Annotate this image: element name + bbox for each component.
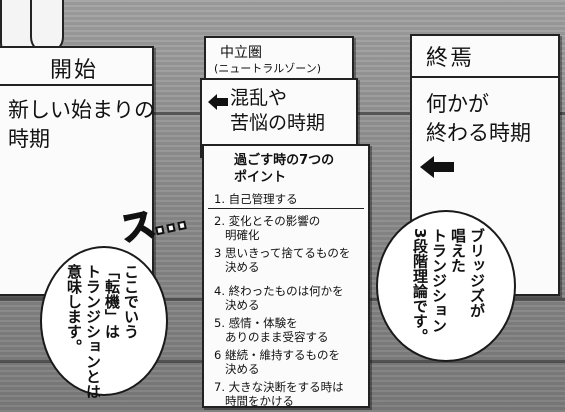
- card-divider: [412, 76, 558, 78]
- arrow-left-icon: [420, 156, 454, 178]
- speech-bubble-text: ブリッジズが 唱えた トランジション 3段階理論です。: [411, 228, 486, 344]
- card-start-text: 新しい始まりの 時期: [8, 98, 155, 151]
- card-neutral-points[interactable]: 過ごす時の7つの ポイント 1. 自己管理する 2. 変化とその影響の 明確化 …: [202, 144, 370, 408]
- point-item: 2. 変化とその影響の 明確化: [214, 214, 321, 242]
- finger-icon: [30, 0, 64, 54]
- card-neutral-subtitle: (ニュートラルゾーン): [214, 62, 322, 75]
- point-item: 4. 終わったものは何かを 決める: [214, 284, 344, 312]
- speech-bubble-left: ここでいう 「転機」は トランジションとは 意味します。: [40, 246, 168, 399]
- point-item: 1. 自己管理する: [214, 192, 298, 206]
- point-item: 3 思いきって捨てるものを 決める: [214, 246, 351, 274]
- card-end-text: 何かが 終わる時期: [426, 92, 531, 145]
- speech-bubble-right: ブリッジズが 唱えた トランジション 3段階理論です。: [376, 210, 516, 362]
- card-neutral-title: 中立圏: [220, 45, 262, 61]
- arrow-left-icon: [208, 94, 228, 110]
- point-item: 7. 大きな決断をする時は 時間をかける: [214, 380, 344, 408]
- point-item: 5. 感情・体験を ありのまま受容する: [214, 316, 329, 344]
- point-item: 6 継続・維持するものを 決める: [214, 348, 340, 376]
- points-title: 過ごす時の7つの ポイント: [234, 153, 335, 185]
- card-end-title: 終焉: [426, 46, 475, 71]
- card-divider: [0, 84, 152, 86]
- card-divider: [208, 208, 364, 209]
- speech-bubble-text: ここでいう 「転機」は トランジションとは 意味します。: [65, 264, 140, 399]
- card-start-title: 開始: [50, 58, 99, 83]
- card-neutral-text: 混乱や 苦悩の時期: [230, 87, 326, 134]
